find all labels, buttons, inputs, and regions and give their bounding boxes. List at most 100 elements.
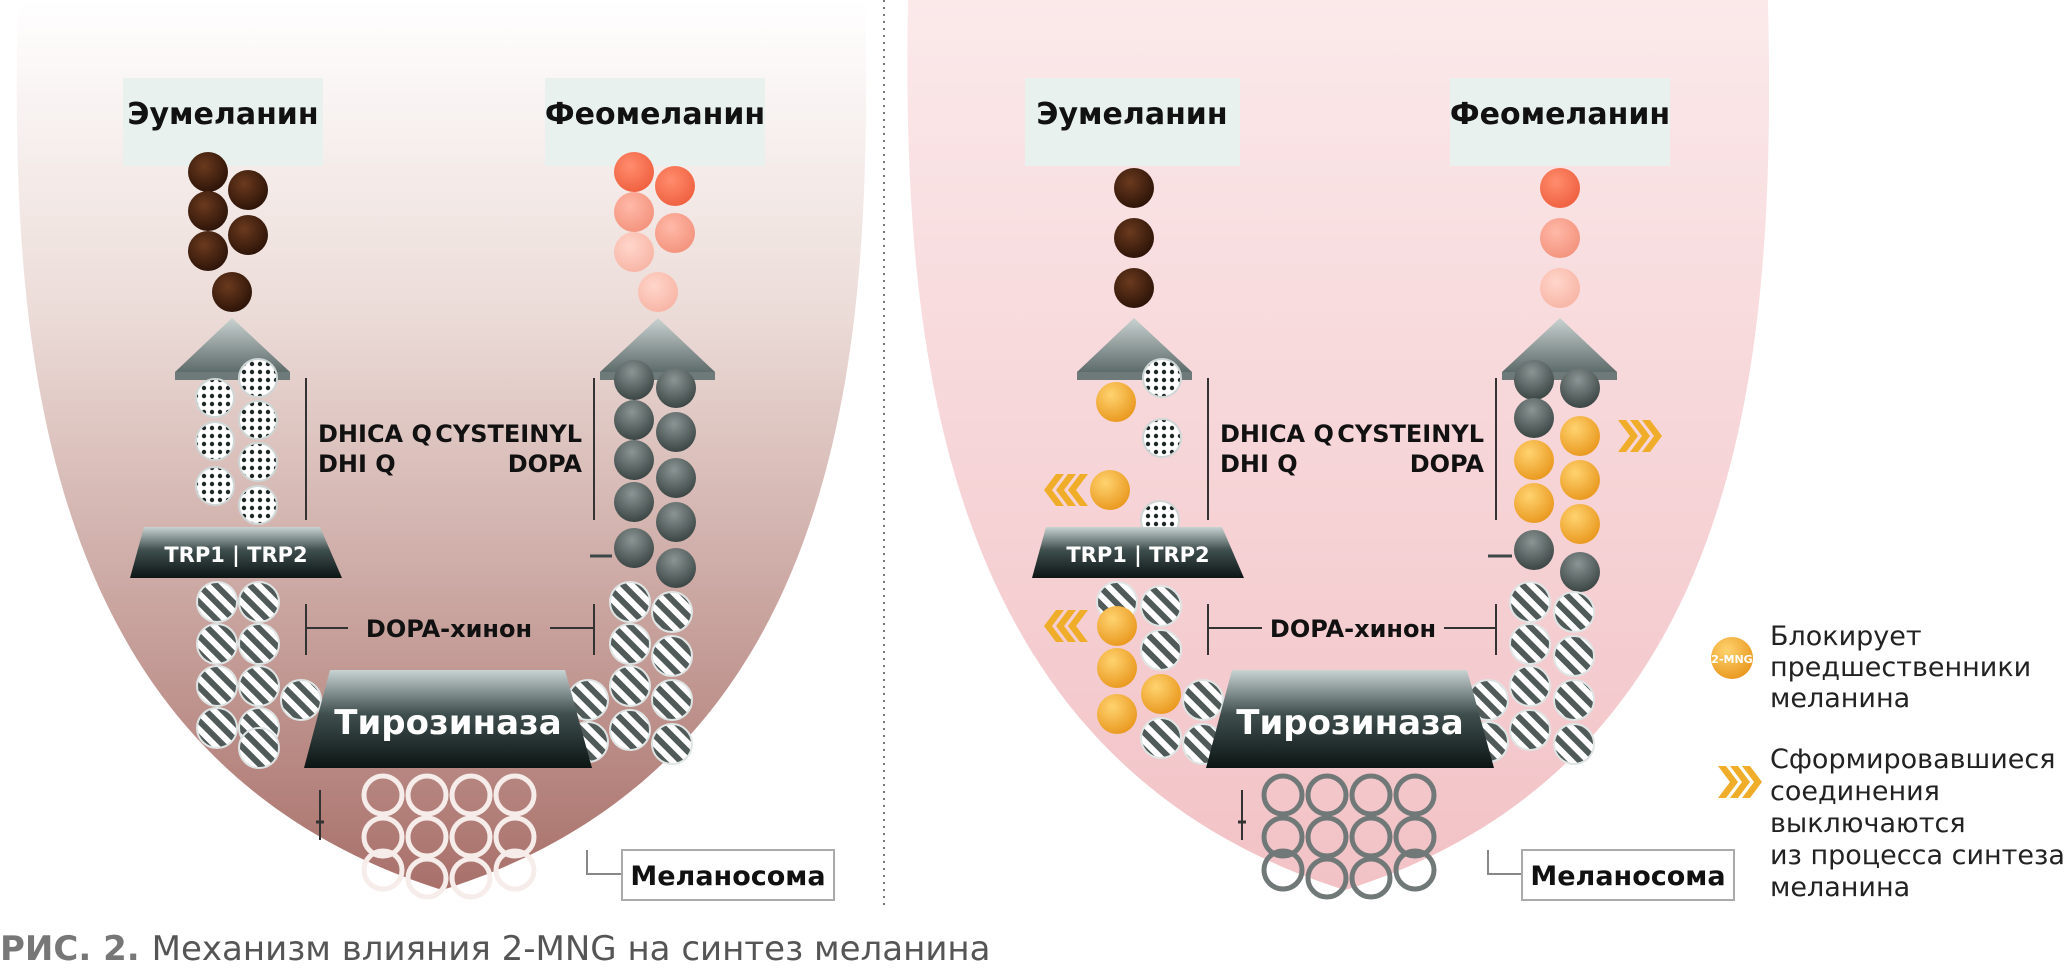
blocked-precursor (1560, 460, 1600, 500)
figure-caption: РИС. 2. Механизм влияния 2-MNG на синтез … (0, 929, 990, 969)
legend-excluded-line: меланина (1770, 872, 1910, 903)
tyrosine-molecule (361, 815, 405, 859)
caption-label: РИС. 2. (0, 929, 140, 969)
cysteinyl-molecule (614, 528, 654, 568)
tyrosine-molecule (449, 856, 493, 900)
dhi-label: DHI Q (318, 450, 396, 478)
tyrosine-molecule (1261, 848, 1305, 892)
dhi-molecule (238, 442, 278, 482)
tyrosine-molecule (1305, 773, 1349, 817)
pheomelanin-granule (614, 232, 654, 272)
dopa-molecule (609, 623, 651, 665)
cysteinyl-molecule (614, 400, 654, 440)
dhi-molecule (238, 358, 278, 398)
pheomelanin-funnel (1502, 318, 1617, 372)
tyrosinase-enzyme-box (1206, 670, 1494, 768)
pheomelanin-header-box (1450, 78, 1670, 166)
blocked-precursor (1097, 648, 1137, 688)
dopa-molecule (651, 635, 693, 677)
cysteinyl-molecule (1514, 360, 1554, 400)
eumelanin-granule (1114, 168, 1154, 208)
cysteinyl-molecule (656, 368, 696, 408)
trp-enzyme-box (130, 527, 342, 578)
tyrosine-molecule (1393, 848, 1437, 892)
mng-badge-icon (1711, 637, 1753, 679)
dopa-molecule (238, 581, 280, 623)
eumelanin-granule (212, 272, 252, 312)
pheomelanin-granule (1540, 168, 1580, 208)
pheomelanin-granule (655, 166, 695, 206)
dopa-molecule (1509, 623, 1551, 665)
pheomelanin-granule (638, 272, 678, 312)
dopa-molecule (238, 727, 280, 769)
dopa-molecule (1553, 723, 1595, 765)
exclusion-chevron-icon (1618, 420, 1662, 452)
cysteinyl-molecule (656, 458, 696, 498)
pheomelanin-granule (614, 152, 654, 192)
cysteinyl-label: CYSTEINYL (1337, 420, 1484, 448)
tyrosine-molecule (493, 848, 537, 892)
legend-blocks-line: меланина (1770, 683, 1910, 714)
blocked-precursor (1097, 606, 1137, 646)
pheomelanin-granule (1540, 268, 1580, 308)
trp-enzyme-box (1032, 527, 1244, 578)
dopa-label: DOPA (508, 450, 583, 478)
tyrosine-molecule (405, 815, 449, 859)
melanosome-label-box (621, 849, 835, 901)
blocked-precursor (1141, 674, 1181, 714)
dhi-molecule (238, 485, 278, 525)
dopa-molecule (1553, 679, 1595, 721)
legend-excluded-line: выключаются (1770, 808, 1966, 839)
tyrosine-molecule (1349, 773, 1393, 817)
cysteinyl-molecule (1514, 530, 1554, 570)
eumelanin-label: Эумеланин (127, 97, 318, 132)
tyrosine-molecule (405, 773, 449, 817)
pheomelanin-funnel (600, 318, 715, 372)
dhi-molecule (238, 400, 278, 440)
dhi-molecule (1142, 358, 1182, 398)
tyrosine-molecule (1393, 815, 1437, 859)
pheomelanin-granule (1540, 218, 1580, 258)
cysteinyl-molecule (1560, 552, 1600, 592)
dopa-molecule (1509, 709, 1551, 751)
tyrosine-molecule (361, 848, 405, 892)
mng-badge-label: 2-MNG (1711, 653, 1752, 666)
cysteinyl-molecule (656, 548, 696, 588)
eumelanin-label: Эумеланин (1036, 97, 1227, 132)
cysteinyl-molecule (614, 482, 654, 522)
eumelanin-granule (188, 191, 228, 231)
dopa-molecule (196, 707, 238, 749)
dopa-molecule (1140, 585, 1182, 627)
caption-text: Механизм влияния 2-MNG на синтез меланин… (152, 929, 991, 969)
dopa-molecule (196, 581, 238, 623)
tyrosine-molecule (1349, 815, 1393, 859)
dhi-molecule (1142, 418, 1182, 458)
dhi-molecule (195, 421, 235, 461)
dhi-label: DHI Q (1220, 450, 1298, 478)
eumelanin-granule (1114, 268, 1154, 308)
dhi-molecule (195, 466, 235, 506)
cysteinyl-label: CYSTEINYL (435, 420, 582, 448)
cysteinyl-molecule (656, 412, 696, 452)
pheomelanin-label: Феомеланин (1450, 97, 1670, 132)
eumelanin-granule (188, 152, 228, 192)
tyrosine-molecule (449, 773, 493, 817)
exclusion-chevron-icon (1718, 766, 1762, 798)
blocked-precursor (1097, 694, 1137, 734)
exclusion-chevron-icon (1044, 610, 1088, 642)
dopa-molecule (609, 709, 651, 751)
legend-blocks-line: Блокирует (1770, 621, 1922, 652)
eumelanin-granule (1114, 218, 1154, 258)
dopa-molecule (1553, 635, 1595, 677)
panel-right: Эумеланин Феомеланин (907, 0, 1770, 901)
dopa-molecule (280, 679, 322, 721)
melanosome-shape (16, 0, 867, 890)
tyrosine-molecule (493, 773, 537, 817)
legend-excluded-line: из процесса синтеза (1770, 840, 2065, 871)
trp-label: TRP1 | TRP2 (164, 543, 307, 568)
blocked-precursor (1096, 382, 1136, 422)
tyrosine-molecule (1261, 815, 1305, 859)
dopa-molecule (609, 581, 651, 623)
blocked-precursor (1560, 416, 1600, 456)
